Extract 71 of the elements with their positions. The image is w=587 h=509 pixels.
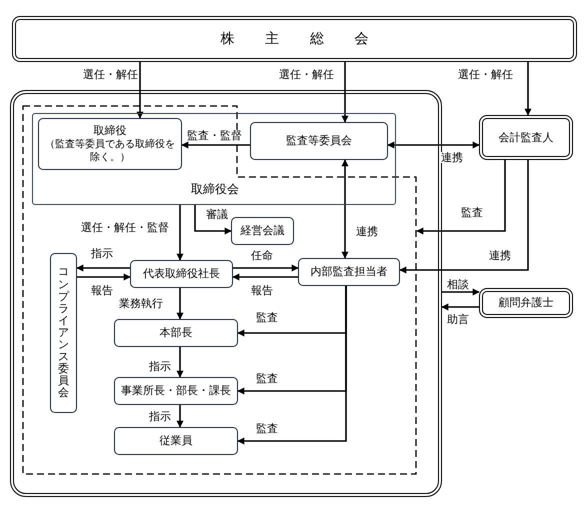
org-box [12,16,577,62]
node-label: 従業員 [160,434,192,448]
arrow [176,405,184,428]
org-box [114,427,238,455]
arrow [194,205,232,234]
node-label: 代表取締役社長 [143,267,220,281]
edge-label: 選任・解任・監督 [80,222,170,233]
node-label: 株主総会 [219,30,400,48]
edge-label: 選任・解任 [82,69,139,80]
organization-frame [10,90,442,497]
edge-label: 指示 [148,411,172,422]
edge-label: 報告 [250,285,274,296]
arrow [77,274,131,280]
edge-label: 審議 [205,209,229,220]
arrow [342,159,348,259]
org-box [250,122,388,160]
arrow [136,62,144,119]
edge-label: 指示 [90,248,114,259]
org-box [479,115,573,160]
edge-label: 業務執行 [118,298,164,309]
org-box [231,217,294,245]
node-label: （監査等委員である取締役を除く。） [44,139,176,164]
arrow [232,274,298,280]
board-box [32,113,396,205]
node-label: 経営会議 [240,224,284,238]
org-box [114,319,238,347]
arrow [441,304,479,310]
edge-label: 連携 [440,152,464,163]
edge-label: 報告 [90,285,114,296]
org-box [130,260,233,288]
node-label: 監査等委員会 [286,134,352,148]
edge-label: 監査 [460,207,484,218]
arrow [233,264,299,272]
node-label: 会計監査人 [498,130,554,144]
edge-label: 任命 [250,250,274,261]
edge-label: 監査・監督 [186,130,243,141]
node-label: 本部長 [160,326,192,340]
arrow [76,264,130,272]
arrow [442,288,480,296]
arrow [387,142,480,148]
arrow [181,142,250,148]
node-label: 内部監査担当者 [310,265,388,279]
arrow [524,62,532,116]
arrow [176,205,184,261]
edge-label: 監査 [255,312,279,323]
edge-label: 指示 [148,361,172,372]
node-label: 顧問弁護士 [498,296,554,310]
edge-label: 選任・解任 [457,69,514,80]
arrow [176,288,184,320]
dashed-region [22,105,417,475]
edge-label: 相談 [446,279,470,290]
edge-label: 選任・解任 [278,69,335,80]
org-box [50,253,77,413]
arrow [237,286,347,444]
node-label: コンプライアンス委員会 [58,266,69,400]
org-box [38,118,182,170]
node-label: 取締役 [94,124,126,138]
arrow [342,62,348,123]
edge-label: 助言 [446,314,470,325]
org-box [479,288,573,318]
edge-label: 連携 [355,226,379,237]
edge-label: 連携 [488,250,512,261]
arrow [176,347,184,378]
edge-label: 監査 [255,373,279,384]
node-label: 取締役会 [191,181,239,198]
arrow [399,160,529,274]
edge-label: 監査 [255,423,279,434]
node-label: 事業所長・部長・課長 [121,384,231,398]
org-box [114,377,238,405]
org-box [298,258,400,286]
arrow [416,160,506,234]
